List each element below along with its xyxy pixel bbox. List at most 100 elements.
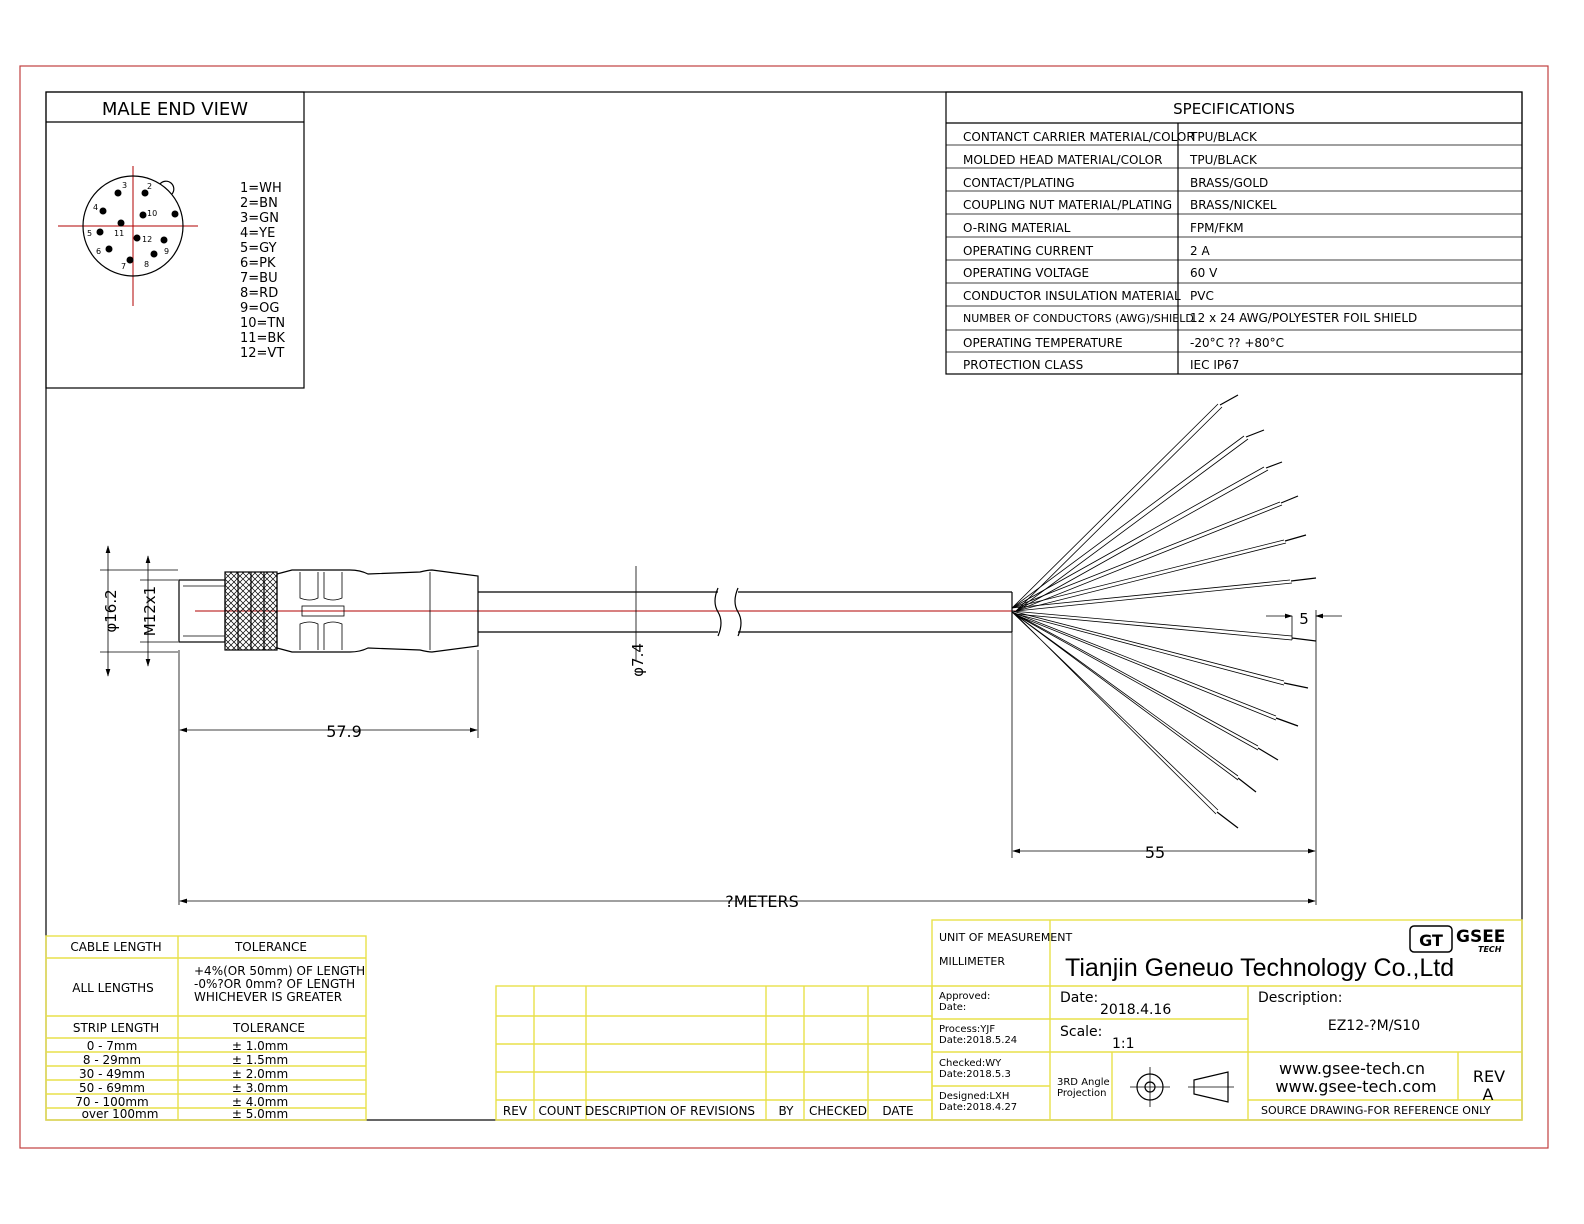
spec-value-4: BRASS/NICKEL: [1190, 198, 1277, 212]
spec-label-9: NUMBER OF CONDUCTORS (AWG)/SHIELD: [963, 312, 1194, 325]
strip-range-2: 8 - 29mm: [83, 1053, 141, 1067]
spec-value-6: 2 A: [1190, 244, 1210, 258]
strip-range-5: 70 - 100mm: [75, 1095, 149, 1109]
key-notch: [159, 180, 175, 195]
title-block: UNIT OF MEASUREMENT MILLIMETER Tianjin G…: [931, 919, 1523, 1121]
rev-value: A: [1483, 1085, 1494, 1104]
dim-fanout-length: 55: [1145, 843, 1165, 862]
tol-head-tolerance: TOLERANCE: [234, 940, 307, 954]
strip-tol-3: ± 2.0mm: [232, 1067, 288, 1081]
revision-table: REV COUNT DESCRIPTION OF REVISIONS BY CH…: [495, 985, 933, 1121]
company-logo: GT GSEE TECH: [1409, 925, 1505, 954]
pin-dots: [96, 189, 179, 264]
spec-value-10: -20°C ?? +80°C: [1190, 336, 1284, 350]
date-value: 2018.4.16: [1100, 1002, 1171, 1018]
strip-tol-1: ± 1.0mm: [232, 1039, 288, 1053]
logo-text: GSEE: [1456, 927, 1505, 947]
color-legend-7: 7=BU: [240, 271, 278, 286]
unit-label: UNIT OF MEASUREMENT: [939, 931, 1072, 944]
checked-by: Checked:WY: [939, 1058, 1002, 1069]
dim-overall-length: ?METERS: [725, 892, 799, 911]
website-com: www.gsee-tech.com: [1275, 1077, 1436, 1096]
specifications-table: SPECIFICATIONS CONTANCT CARRIER MATERIAL…: [945, 91, 1523, 375]
tol-head-cable-length: CABLE LENGTH: [70, 940, 161, 954]
tol-head-tolerance-2: TOLERANCE: [232, 1021, 305, 1035]
strip-tol-6: ± 5.0mm: [232, 1107, 288, 1121]
logo-mark: GT: [1419, 931, 1443, 950]
designed-by: Designed:LXH: [939, 1091, 1009, 1102]
spec-label-8: CONDUCTOR INSULATION MATERIAL: [963, 289, 1181, 303]
pin-label-5: 5: [87, 229, 92, 238]
tol-all-line-1: +4%(OR 50mm) OF LENGTH: [194, 964, 365, 978]
dim-strip-length: 5: [1299, 610, 1309, 628]
strip-range-3: 30 - 49mm: [79, 1067, 145, 1081]
dim-thread: M12x1: [141, 586, 159, 636]
approved-date: Date:: [939, 1002, 966, 1013]
color-legend-12: 12=VT: [240, 346, 284, 361]
pin-label-7: 7: [121, 262, 126, 271]
strip-tol-5: ± 4.0mm: [232, 1095, 288, 1109]
tolerance-table: CABLE LENGTH TOLERANCE ALL LENGTHS +4%(O…: [45, 935, 367, 1121]
fanout-wires: [1011, 394, 1317, 829]
spec-label-3: CONTACT/PLATING: [963, 176, 1075, 190]
spec-value-1: TPU/BLACK: [1189, 130, 1258, 144]
color-legend-9: 9=OG: [240, 301, 279, 316]
rev-head-count: COUNT: [539, 1104, 583, 1118]
pin-label-1: 1: [172, 210, 177, 219]
male-end-view-title: MALE END VIEW: [102, 99, 248, 120]
spec-value-5: FPM/FKM: [1190, 221, 1244, 235]
tol-all-lengths: ALL LENGTHS: [72, 981, 153, 995]
strip-range-4: 50 - 69mm: [79, 1081, 145, 1095]
spec-label-5: O-RING MATERIAL: [963, 221, 1071, 235]
logo-sub: TECH: [1478, 945, 1502, 954]
spec-value-7: 60 V: [1190, 266, 1218, 280]
approved-label: Approved:: [939, 991, 990, 1002]
strip-tol-2: ± 1.5mm: [232, 1053, 288, 1067]
strip-range-1: 0 - 7mm: [87, 1039, 138, 1053]
dim-cable-diameter: φ7.4: [629, 643, 647, 677]
rev-head-description: DESCRIPTION OF REVISIONS: [585, 1104, 755, 1118]
spec-label-10: OPERATING TEMPERATURE: [963, 336, 1123, 350]
color-legend-11: 11=BK: [240, 331, 285, 346]
color-legend-8: 8=RD: [240, 286, 278, 301]
pin-label-12: 12: [142, 235, 152, 244]
color-legend-5: 5=GY: [240, 241, 277, 256]
company-name: Tianjin Geneuo Technology Co.,Ltd: [1065, 954, 1454, 982]
tol-head-strip-length: STRIP LENGTH: [73, 1021, 159, 1035]
scale-label: Scale:: [1060, 1024, 1102, 1040]
scale-value: 1:1: [1112, 1036, 1135, 1052]
footer-note: SOURCE DRAWING-FOR REFERENCE ONLY: [1261, 1104, 1491, 1117]
color-legend-10: 10=TN: [240, 316, 285, 331]
rev-head-by: BY: [779, 1104, 795, 1118]
pin-label-4: 4: [93, 203, 98, 212]
strip-range-6: over 100mm: [82, 1107, 159, 1121]
pin-label-8: 8: [144, 260, 149, 269]
color-legend-3: 3=GN: [240, 211, 279, 226]
tol-all-line-3: WHICHEVER IS GREATER: [194, 990, 342, 1004]
dim-head-length: 57.9: [326, 722, 362, 741]
projection-line-2: Projection: [1057, 1088, 1106, 1099]
date-label: Date:: [1060, 990, 1098, 1006]
unit-value: MILLIMETER: [939, 955, 1005, 968]
spec-value-2: TPU/BLACK: [1189, 153, 1258, 167]
rev-head-checked: CHECKED: [809, 1104, 867, 1118]
spec-value-9: 12 x 24 AWG/POLYESTER FOIL SHIELD: [1190, 311, 1417, 325]
tol-all-line-2: -0%?OR 0mm? OF LENGTH: [194, 977, 355, 991]
designed-date: Date:2018.4.27: [939, 1102, 1017, 1113]
pin-label-6: 6: [96, 247, 101, 256]
color-legend-1: 1=WH: [240, 181, 282, 196]
process-by: Process:YJF: [939, 1024, 995, 1035]
spec-label-2: MOLDED HEAD MATERIAL/COLOR: [963, 153, 1162, 167]
website-cn: www.gsee-tech.cn: [1279, 1059, 1425, 1078]
rev-head-date: DATE: [882, 1104, 913, 1118]
projection-symbol-icon: [1130, 1067, 1234, 1107]
pin-label-3: 3: [122, 181, 127, 190]
checked-date: Date:2018.5.3: [939, 1069, 1011, 1080]
break-mark: [714, 587, 722, 637]
spec-label-11: PROTECTION CLASS: [963, 358, 1083, 372]
color-legend-6: 6=PK: [240, 256, 276, 271]
spec-value-11: IEC IP67: [1190, 358, 1239, 372]
spec-label-1: CONTANCT CARRIER MATERIAL/COLOR: [963, 130, 1195, 144]
male-end-view-panel: MALE END VIEW 1 2 3 4 5 6 7: [45, 91, 305, 389]
description-value: EZ12-?M/S10: [1328, 1018, 1420, 1034]
